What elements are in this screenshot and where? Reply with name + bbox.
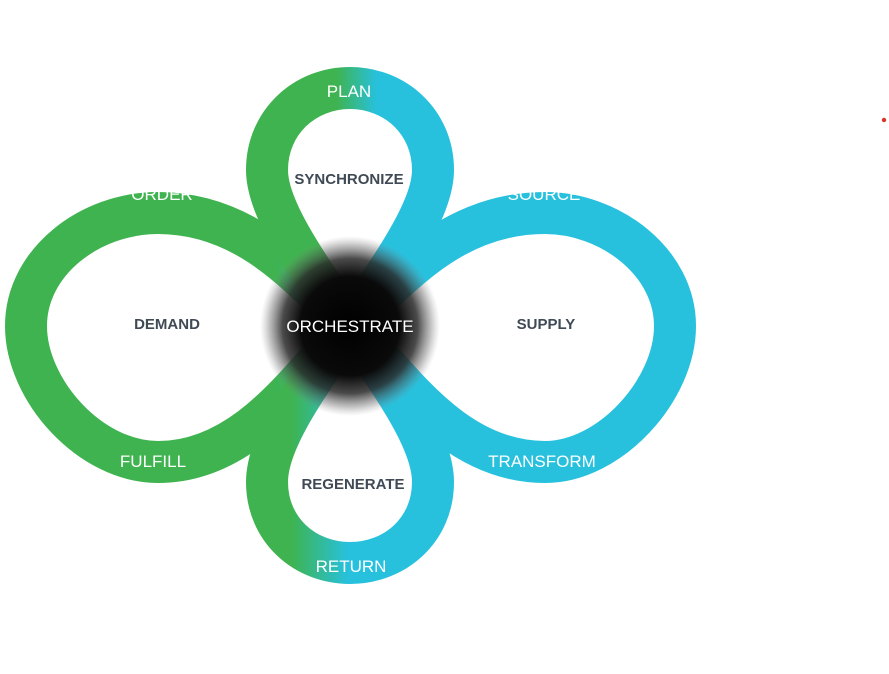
- supply-label: SUPPLY: [517, 316, 576, 333]
- demand-label: DEMAND: [134, 316, 200, 333]
- orchestrate-hub: [258, 234, 442, 418]
- top-loop-ring: [246, 67, 454, 347]
- fulfill-label: FULFILL: [120, 452, 186, 471]
- right-loop-ring: [329, 192, 696, 483]
- synchronize-label: SYNCHRONIZE: [294, 171, 403, 188]
- return-label: RETURN: [316, 557, 387, 576]
- regenerate-label: REGENERATE: [301, 476, 404, 493]
- bottom-loop-ring: [246, 305, 454, 584]
- red-dot: [881, 117, 887, 123]
- source-label: SOURCE: [508, 185, 581, 204]
- transform-label: TRANSFORM: [488, 452, 596, 471]
- order-label: ORDER: [131, 185, 192, 204]
- left-loop-ring: [5, 192, 371, 483]
- plan-label: PLAN: [327, 82, 371, 101]
- orchestrate-label: ORCHESTRATE: [286, 317, 413, 336]
